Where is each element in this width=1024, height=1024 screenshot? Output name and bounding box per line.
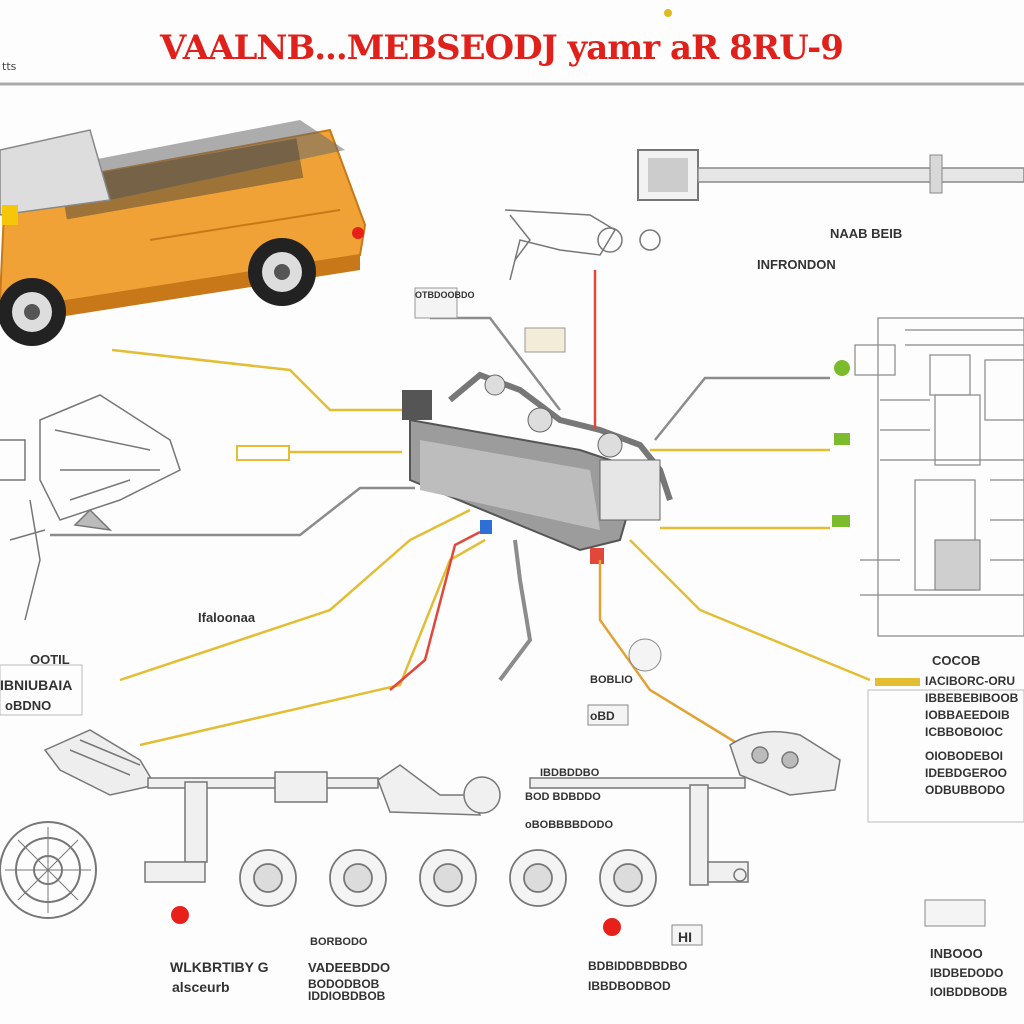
top-bracket-sketch xyxy=(504,209,661,281)
terminal-markers xyxy=(236,287,920,686)
wheel-hub-row xyxy=(239,849,657,907)
label-right-block-2: IBBEBEBIBOOB xyxy=(925,691,1019,705)
label-center-tag: BOBLIO xyxy=(590,674,633,686)
transmission-housing-right xyxy=(729,730,841,796)
label-right-block-head: COCOB xyxy=(932,653,980,668)
label-bottom-4b: IBDBEDODO xyxy=(930,966,1003,980)
label-left-block-2: IBNIUBAIA xyxy=(0,677,72,693)
label-bottom-2c: IDDIOBDBOB xyxy=(308,989,386,1003)
label-small-tag-1: BORBODO xyxy=(310,936,368,948)
label-gauge-3: oBOBBBBDODO xyxy=(525,819,613,831)
label-bottom-3a: BDBIDDBDBDBO xyxy=(588,959,687,973)
label-bottom-2b: BODODBOB xyxy=(308,977,380,991)
label-left-block-1: OOTIL xyxy=(30,652,70,667)
top-dot xyxy=(664,9,672,17)
diagram-labels: NAAB BEIB INFRONDON Ifaloonaa OOTIL IBNI… xyxy=(0,226,1019,1003)
label-bottom-1b: alsceurb xyxy=(172,979,230,995)
label-right-block-1: IACIBORC-ORU xyxy=(925,674,1015,688)
label-bottom-3b: IBBDBODBOD xyxy=(588,979,671,993)
label-gauge-2: BOD BDBDDO xyxy=(525,791,601,803)
label-right-block-6: IDEBDGEROO xyxy=(925,766,1007,780)
wiring-schematic-panel xyxy=(854,317,1024,637)
corner-label: tts xyxy=(2,60,17,73)
red-markers xyxy=(171,906,621,936)
spec-box-left xyxy=(0,664,83,716)
label-gauge-1: IBDBDDBO xyxy=(540,767,600,779)
label-bottom-4a: INBOOO xyxy=(930,946,983,961)
small-gauge-cluster xyxy=(587,638,986,946)
label-bottom-1a: WLKBRTIBY G xyxy=(170,959,269,975)
label-upper-right-1: NAAB BEIB xyxy=(830,226,902,241)
connector-wires xyxy=(50,270,871,747)
axle-assembly xyxy=(144,764,749,886)
label-small-tag-2: OTBDOOBDO xyxy=(415,290,475,300)
label-bottom-marker: HI xyxy=(678,929,692,945)
label-right-block-3: IOBBAEEDOIB xyxy=(925,708,1010,722)
drive-shaft-top xyxy=(637,149,1024,201)
transmission-housing-left xyxy=(43,729,157,796)
spec-box-right xyxy=(867,689,1024,823)
label-bottom-4c: IOIBDDBODB xyxy=(930,985,1008,999)
label-right-block-4: ICBBOBOIOC xyxy=(925,725,1003,739)
label-upper-right-2: INFRONDON xyxy=(757,257,836,272)
label-right-block-5: OIOBODEBOI xyxy=(925,749,1003,763)
label-left-mid: Ifaloonaa xyxy=(198,610,256,625)
engine-block xyxy=(402,371,673,564)
label-left-block-3: oBDNO xyxy=(5,698,51,713)
suspension-frame-sketch xyxy=(0,394,181,621)
brake-drum xyxy=(0,821,97,919)
diagram-title: VAALNB...MEBSEODJ yamr aR 8RU-9 xyxy=(160,28,844,68)
label-right-block-7: ODBUBBODO xyxy=(925,783,1005,797)
label-center-small: oBD xyxy=(590,709,615,723)
truck-illustration xyxy=(0,120,367,346)
label-bottom-2a: VADEEBDDO xyxy=(308,960,390,975)
